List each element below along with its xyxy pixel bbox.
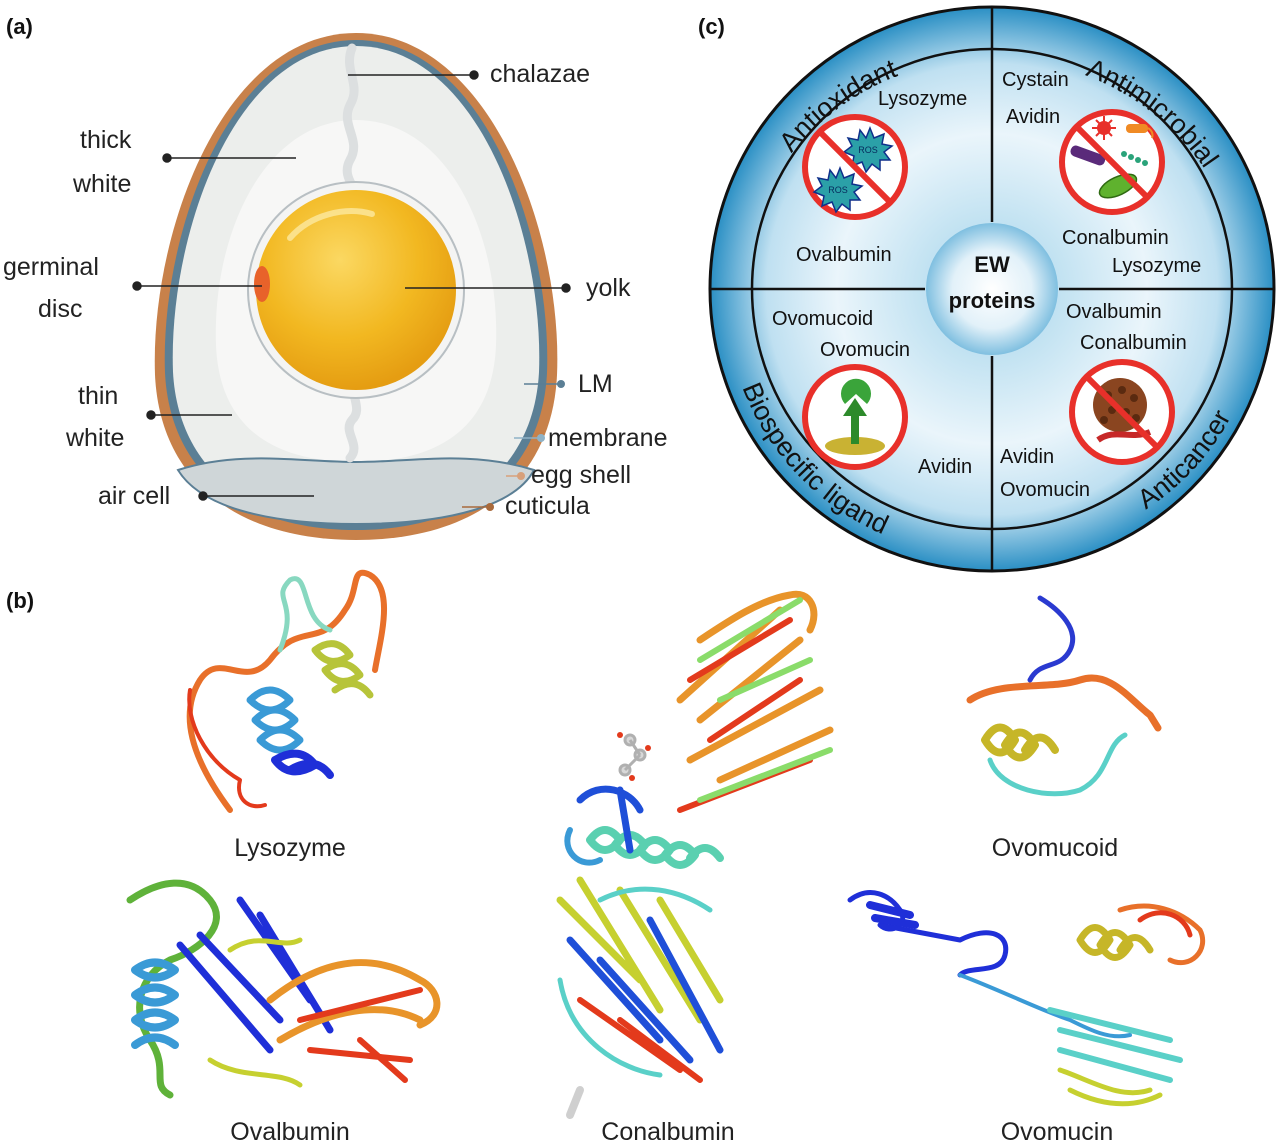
panel-letter-b: (b) — [6, 588, 34, 613]
label-lysozyme: Lysozyme — [234, 834, 346, 862]
label-cuticula: cuticula — [505, 492, 590, 520]
panel-letter-c: (c) — [698, 14, 725, 39]
q3-item-ovomucoid: Ovomucoid — [772, 308, 873, 330]
q4-item-avidin: Avidin — [1000, 446, 1054, 468]
antimicrobial-microbe-icon — [1059, 109, 1165, 215]
ovalbumin-structure — [126, 879, 441, 1099]
lysozyme-structure — [186, 569, 387, 813]
q2-item-lysozyme: Lysozyme — [1112, 255, 1201, 277]
biospecific-ligand-icon — [802, 364, 908, 470]
q3-item-ovomucin: Ovomucin — [820, 339, 910, 361]
ew-protein-wheel: EW proteins Antioxidant Antimicrobial Bi… — [708, 5, 1276, 573]
ros-label-1: ROS — [858, 145, 878, 155]
ros-label-2: ROS — [828, 185, 848, 195]
label-thin-white-2: white — [65, 424, 124, 452]
q2-item-cystain: Cystain — [1002, 69, 1069, 91]
antioxidant-ros-icon: ROS ROS — [802, 114, 908, 220]
label-lm: LM — [578, 370, 613, 398]
label-ovalbumin: Ovalbumin — [230, 1118, 350, 1145]
label-air-cell: air cell — [98, 482, 170, 510]
conalbumin-structure — [556, 590, 834, 1119]
label-egg-shell: egg shell — [531, 461, 631, 489]
q2-item-conalbumin: Conalbumin — [1062, 227, 1169, 249]
label-thick-white-1: thick — [80, 126, 132, 154]
q4-item-ovalbumin: Ovalbumin — [1066, 301, 1162, 323]
label-germinal-disc-2: disc — [38, 295, 82, 323]
germinal-disc — [254, 266, 270, 302]
center-label-line2: proteins — [949, 288, 1036, 313]
label-ovomucoid: Ovomucoid — [992, 834, 1118, 862]
label-thin-white-1: thin — [78, 382, 118, 410]
center-label-line1: EW — [974, 252, 1010, 277]
q1-item-ovalbumin: Ovalbumin — [796, 244, 892, 266]
yolk — [256, 190, 456, 390]
yolk-highlight — [287, 208, 375, 241]
label-germinal-disc-1: germinal — [3, 253, 99, 281]
q4-item-ovomucin: Ovomucin — [1000, 479, 1090, 501]
label-membrane: membrane — [548, 424, 668, 452]
anticancer-tumor-icon — [1069, 359, 1175, 465]
egg-diagram: chalazae thick white germinal disc yolk … — [3, 33, 668, 540]
q1-item-lysozyme: Lysozyme — [878, 88, 967, 110]
wheel-center — [926, 223, 1058, 355]
ovomucin-structure — [847, 890, 1206, 1107]
label-chalazae: chalazae — [490, 60, 590, 88]
panel-letter-a: (a) — [6, 14, 33, 39]
label-conalbumin: Conalbumin — [601, 1118, 734, 1145]
egg-air-cell — [176, 457, 536, 526]
label-yolk: yolk — [586, 274, 631, 302]
label-ovomucin: Ovomucin — [1001, 1118, 1114, 1145]
q3-item-avidin: Avidin — [918, 456, 972, 478]
ovomucoid-structure — [966, 595, 1162, 797]
label-thick-white-2: white — [72, 170, 131, 198]
q4-item-conalbumin: Conalbumin — [1080, 332, 1187, 354]
q2-item-avidin: Avidin — [1006, 106, 1060, 128]
